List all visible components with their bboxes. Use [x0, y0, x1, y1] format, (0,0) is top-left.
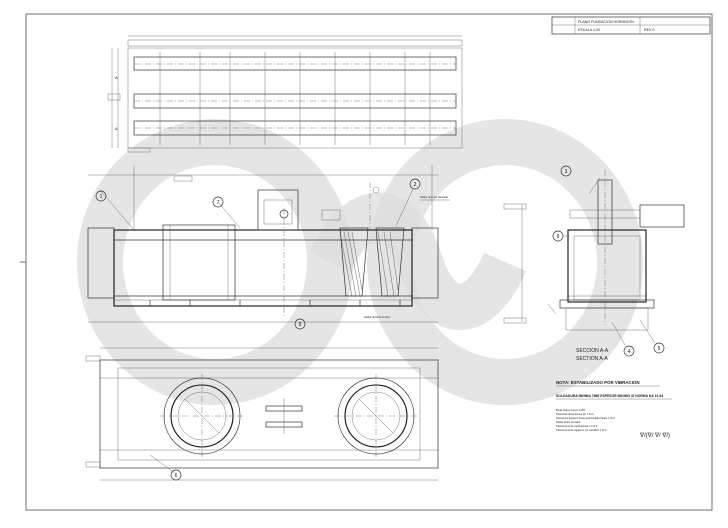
svg-text:4: 4	[628, 349, 631, 355]
watermark-logo-icon	[77, 119, 643, 405]
section-label-2: SECTION A-A	[576, 356, 608, 362]
callout-8: 8	[294, 318, 306, 330]
top-plan-view: A A	[107, 35, 463, 153]
svg-text:8: 8	[299, 322, 302, 328]
svg-text:7: 7	[217, 200, 220, 206]
front-weld-note-2: Soldar durante la obra	[364, 315, 390, 319]
note-small-5: Tolerancia entre perforaciones ± ±0.3	[556, 425, 598, 428]
cone-left-hatched	[339, 227, 369, 297]
front-weld-note: Soldar una vez alineado	[420, 195, 448, 199]
cone-right-hatched	[375, 227, 405, 297]
note-small-3: Tolerances between holes and threaded ho…	[556, 417, 615, 420]
callout-1: 1	[95, 190, 107, 202]
svg-text:2: 2	[414, 182, 417, 188]
svg-text:6: 6	[175, 473, 178, 479]
svg-text:3: 3	[565, 169, 568, 175]
section-label-1: SECCION A-A	[576, 348, 609, 354]
svg-text:9: 9	[557, 234, 560, 240]
section-a-a-view: SECCION A-A SECTION A-A	[503, 170, 685, 362]
callout-2: 2	[409, 178, 421, 190]
bolt-circle-left	[160, 374, 244, 458]
note-small-6: Tolerancia entre agujeros y/o roscados ±…	[556, 429, 607, 432]
svg-text:5: 5	[658, 346, 661, 352]
note-small-1: Break sharp corners 1x45°	[556, 409, 586, 412]
callout-5: 5	[653, 342, 665, 354]
note-small-4: Soldar todos los lados	[556, 421, 581, 424]
surface-finish-symbol: ∇/(∇/ ∇/ ∇/)	[639, 432, 670, 439]
title-block-row2: ESCALA 1:20	[578, 28, 600, 32]
callout-6: 6	[170, 469, 182, 481]
title-block-row1: PLANO FUNDACION HORMIGON	[578, 20, 634, 24]
callout-4: 4	[623, 345, 635, 357]
svg-text:A: A	[115, 75, 118, 80]
title-block: PLANO FUNDACION HORMIGON ESCALA 1:20 REV…	[551, 16, 711, 35]
callout-9: 9	[552, 230, 564, 242]
callout-7: 7	[212, 196, 224, 208]
note-soldadura: SOLDADURA MINIMA 7MM ESPESOR MINIMO S/ N…	[556, 394, 663, 398]
note-heading: NOTA: ESTABILIZADO POR VIBRACION	[556, 380, 640, 385]
callout-3: 3	[560, 165, 572, 177]
note-small-2: Tolerancia dimensiones sin ± ±0.5	[556, 413, 594, 416]
svg-text:A: A	[115, 126, 118, 131]
bolt-circle-right	[334, 374, 418, 458]
notes-block: NOTA: ESTABILIZADO POR VIBRACION SOLDADU…	[556, 380, 672, 439]
title-block-row3: REV 0	[644, 28, 654, 32]
svg-text:1: 1	[100, 194, 103, 200]
bottom-plan-view	[85, 347, 439, 481]
front-elevation-view: Soldar una vez alineado Soldar durante l…	[87, 165, 450, 323]
